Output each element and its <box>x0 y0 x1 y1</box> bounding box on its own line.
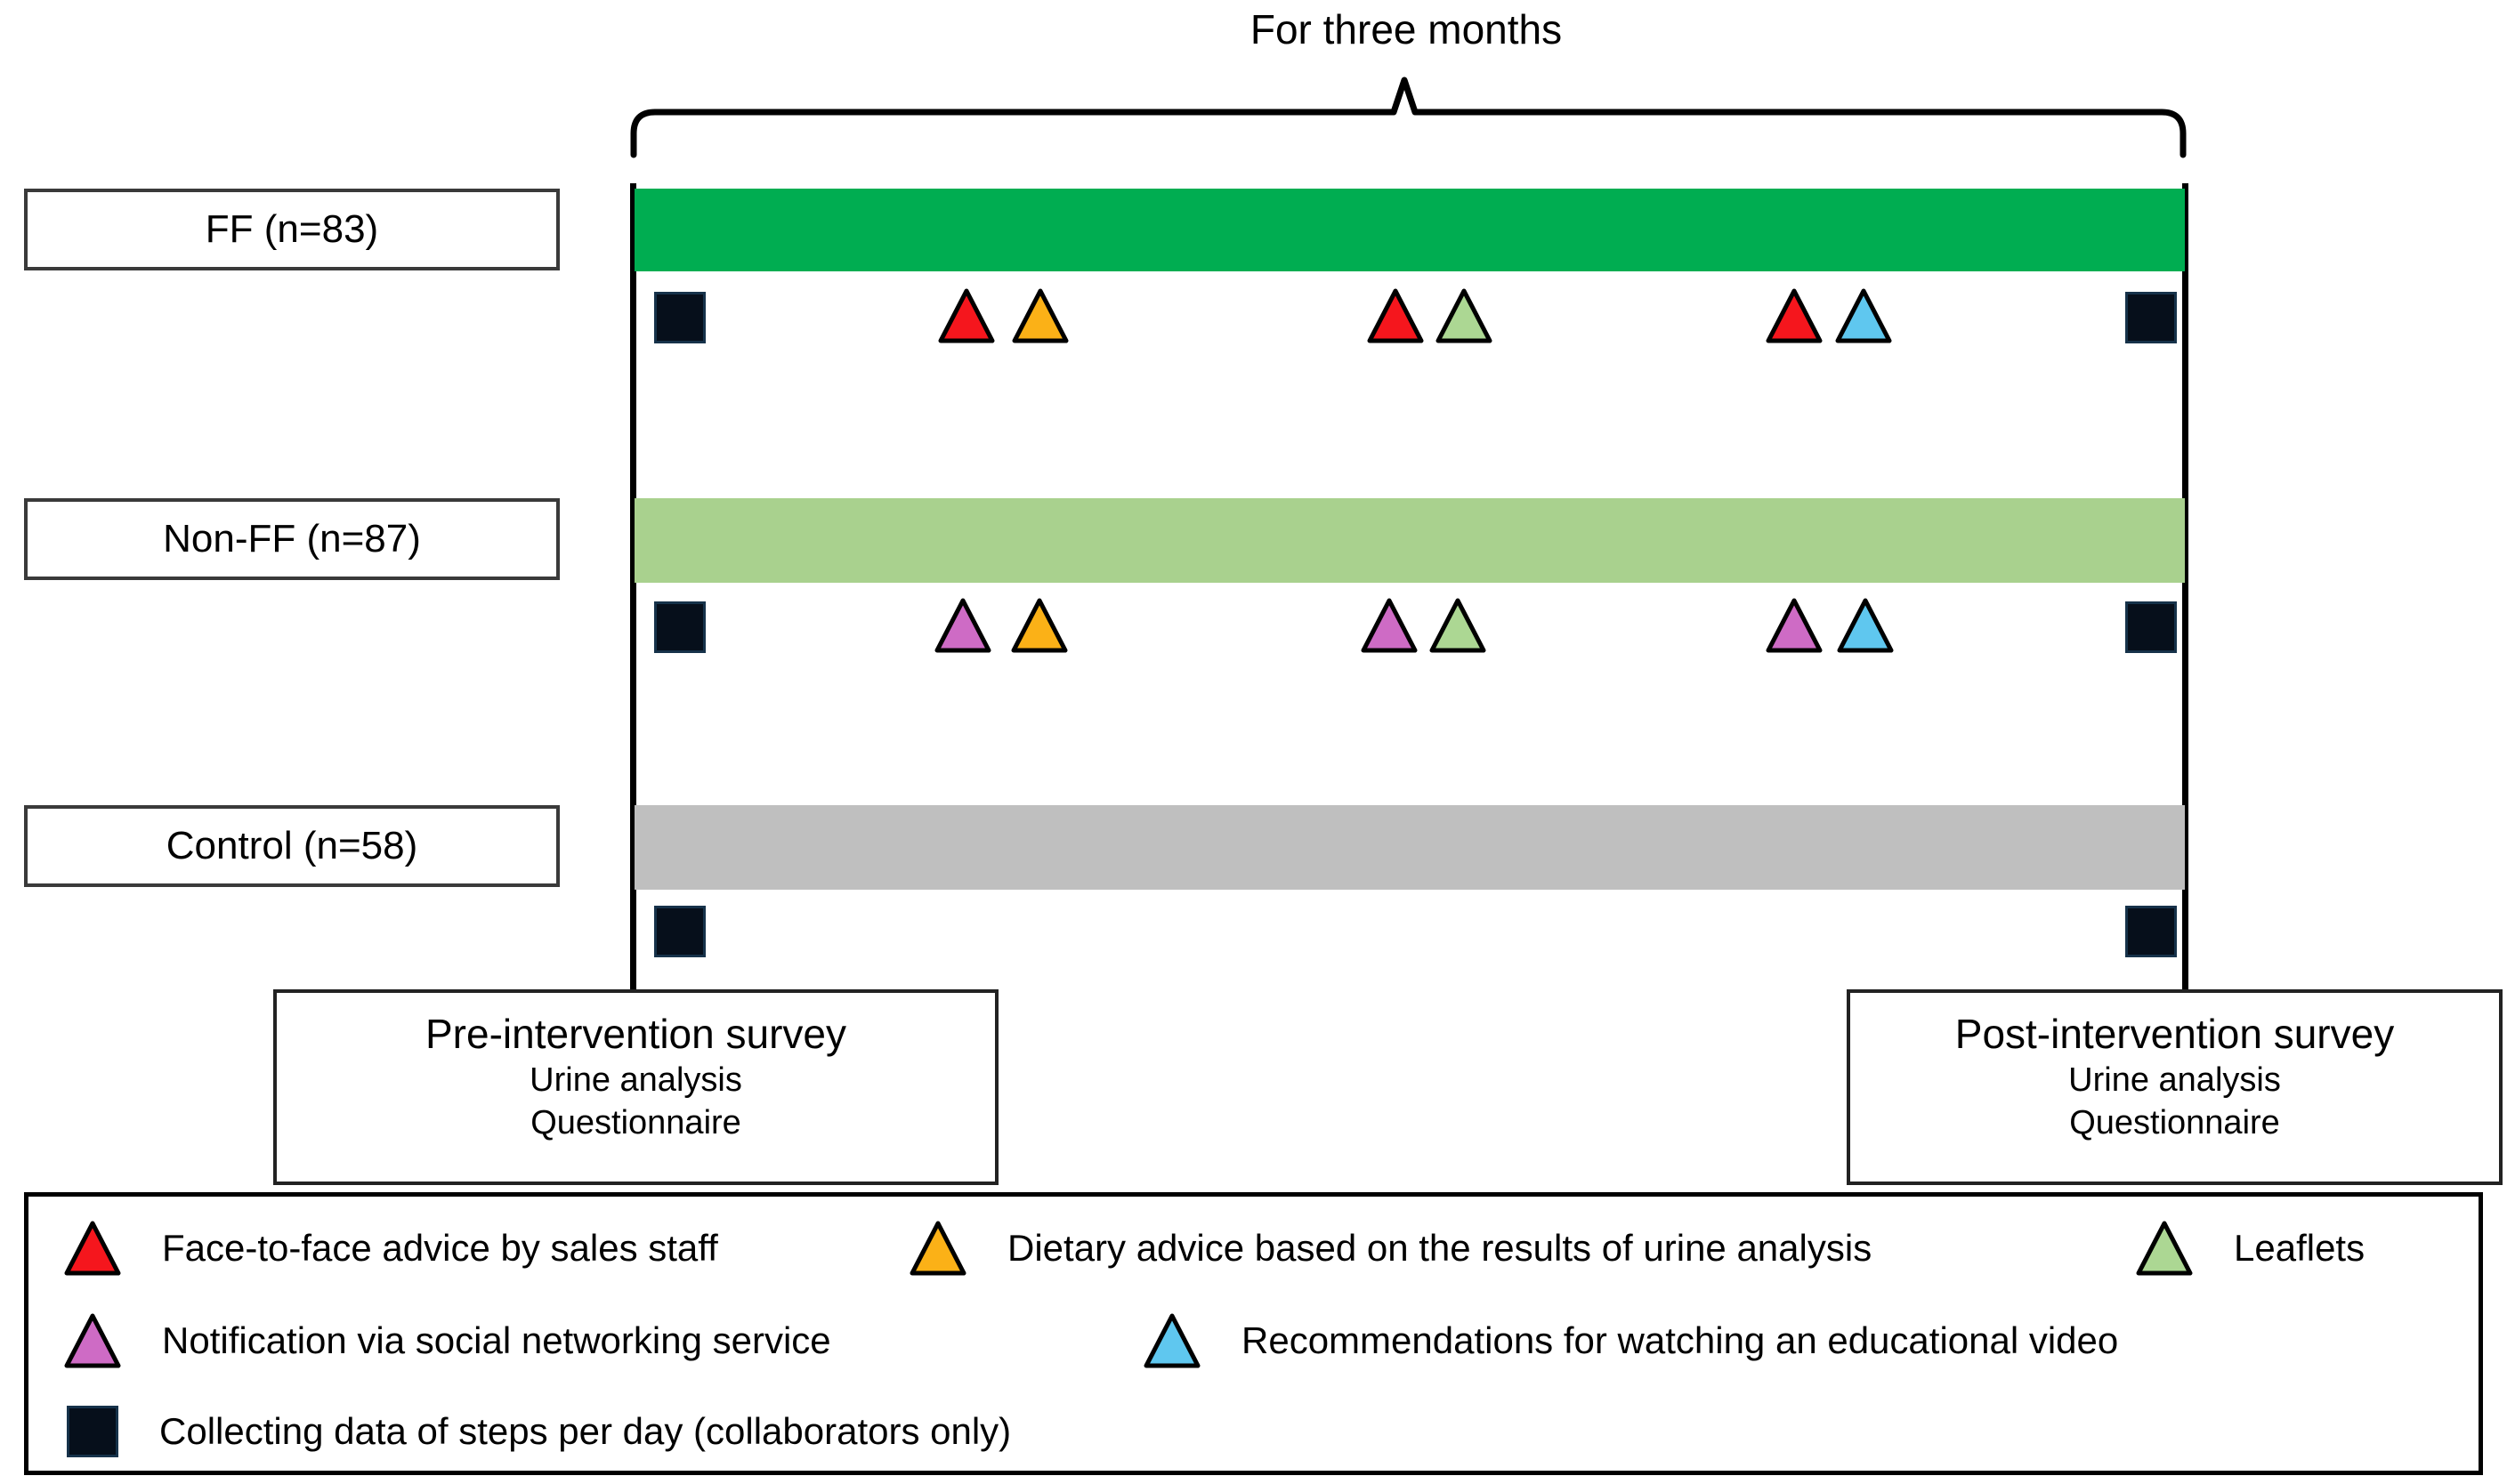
legend-label: Recommendations for watching an educatio… <box>1241 1319 2119 1361</box>
legend-box: Face-to-face advice by sales staff Dietar… <box>24 1192 2483 1475</box>
control-marker-row <box>635 899 2185 957</box>
steps-square-marker <box>653 601 706 653</box>
pre-survey-line-2: Questionnaire <box>530 1104 741 1141</box>
post-survey-title: Post-intervention survey <box>1954 1011 2395 1057</box>
three-months-bracket <box>630 77 2187 158</box>
ff-marker-row <box>635 285 2185 343</box>
control-period-bar <box>635 805 2185 890</box>
orange-triangle-marker <box>910 1221 966 1276</box>
steps-square-marker <box>653 906 706 957</box>
legend-item: Face-to-face advice by sales staff <box>64 1213 718 1284</box>
legend-item: Dietary advice based on the results of u… <box>910 1213 1872 1284</box>
group-label-control: Control (n=58) <box>24 805 560 887</box>
legend-row-2: Notification via social networking servi… <box>28 1305 2479 1376</box>
orange-triangle-marker <box>1012 288 1069 343</box>
blue-triangle-marker <box>1144 1313 1201 1368</box>
legend-item: Recommendations for watching an educatio… <box>1144 1305 2118 1376</box>
pre-intervention-survey-box: Pre-intervention survey Urine analysis Q… <box>273 989 999 1185</box>
legend-label: Dietary advice based on the results of u… <box>1007 1227 1872 1269</box>
purple-triangle-marker <box>1766 598 1823 653</box>
timeline-end-line <box>2182 183 2188 995</box>
light_green-triangle-marker <box>1435 288 1492 343</box>
nonff-period-bar <box>635 498 2185 583</box>
legend-item: Collecting data of steps per day (collab… <box>67 1396 1011 1467</box>
post-survey-line-2: Questionnaire <box>2069 1104 2280 1141</box>
orange-triangle-marker <box>1011 598 1068 653</box>
red-triangle-marker <box>1367 288 1424 343</box>
legend-label: Face-to-face advice by sales staff <box>162 1227 718 1269</box>
legend-label: Notification via social networking servi… <box>162 1319 831 1361</box>
light_green-triangle-marker <box>1429 598 1486 653</box>
steps-square-marker <box>2124 601 2177 653</box>
blue-triangle-marker <box>1837 598 1894 653</box>
legend-row-1: Face-to-face advice by sales staff Dietar… <box>28 1213 2479 1284</box>
pre-survey-line-1: Urine analysis <box>530 1061 742 1099</box>
legend-row-3: Collecting data of steps per day (collab… <box>28 1396 2479 1467</box>
red-triangle-marker <box>938 288 995 343</box>
steps-square-marker <box>2124 292 2177 343</box>
pre-survey-title: Pre-intervention survey <box>425 1011 846 1057</box>
legend-label: Collecting data of steps per day (collab… <box>159 1410 1012 1452</box>
light_green-triangle-marker <box>2136 1221 2193 1276</box>
group-label-nonff: Non-FF (n=87) <box>24 498 560 580</box>
red-triangle-marker <box>64 1221 121 1276</box>
legend-item: Notification via social networking servi… <box>64 1305 831 1376</box>
legend-label: Leaflets <box>2234 1227 2365 1269</box>
post-intervention-survey-box: Post-intervention survey Urine analysis … <box>1847 989 2503 1185</box>
steps-square-marker <box>653 292 706 343</box>
legend-item: Leaflets <box>2136 1213 2365 1284</box>
nonff-marker-row <box>635 594 2185 653</box>
ff-period-bar <box>635 189 2185 271</box>
purple-triangle-marker <box>1361 598 1418 653</box>
blue-triangle-marker <box>1835 288 1892 343</box>
purple-triangle-marker <box>934 598 991 653</box>
timeline-start-line <box>630 183 636 995</box>
steps-square-marker <box>2124 906 2177 957</box>
purple-triangle-marker <box>64 1313 121 1368</box>
red-triangle-marker <box>1766 288 1823 343</box>
post-survey-line-1: Urine analysis <box>2068 1061 2281 1099</box>
group-label-ff: FF (n=83) <box>24 189 560 270</box>
steps-square-marker <box>67 1406 118 1457</box>
duration-title: For three months <box>1249 6 1563 52</box>
